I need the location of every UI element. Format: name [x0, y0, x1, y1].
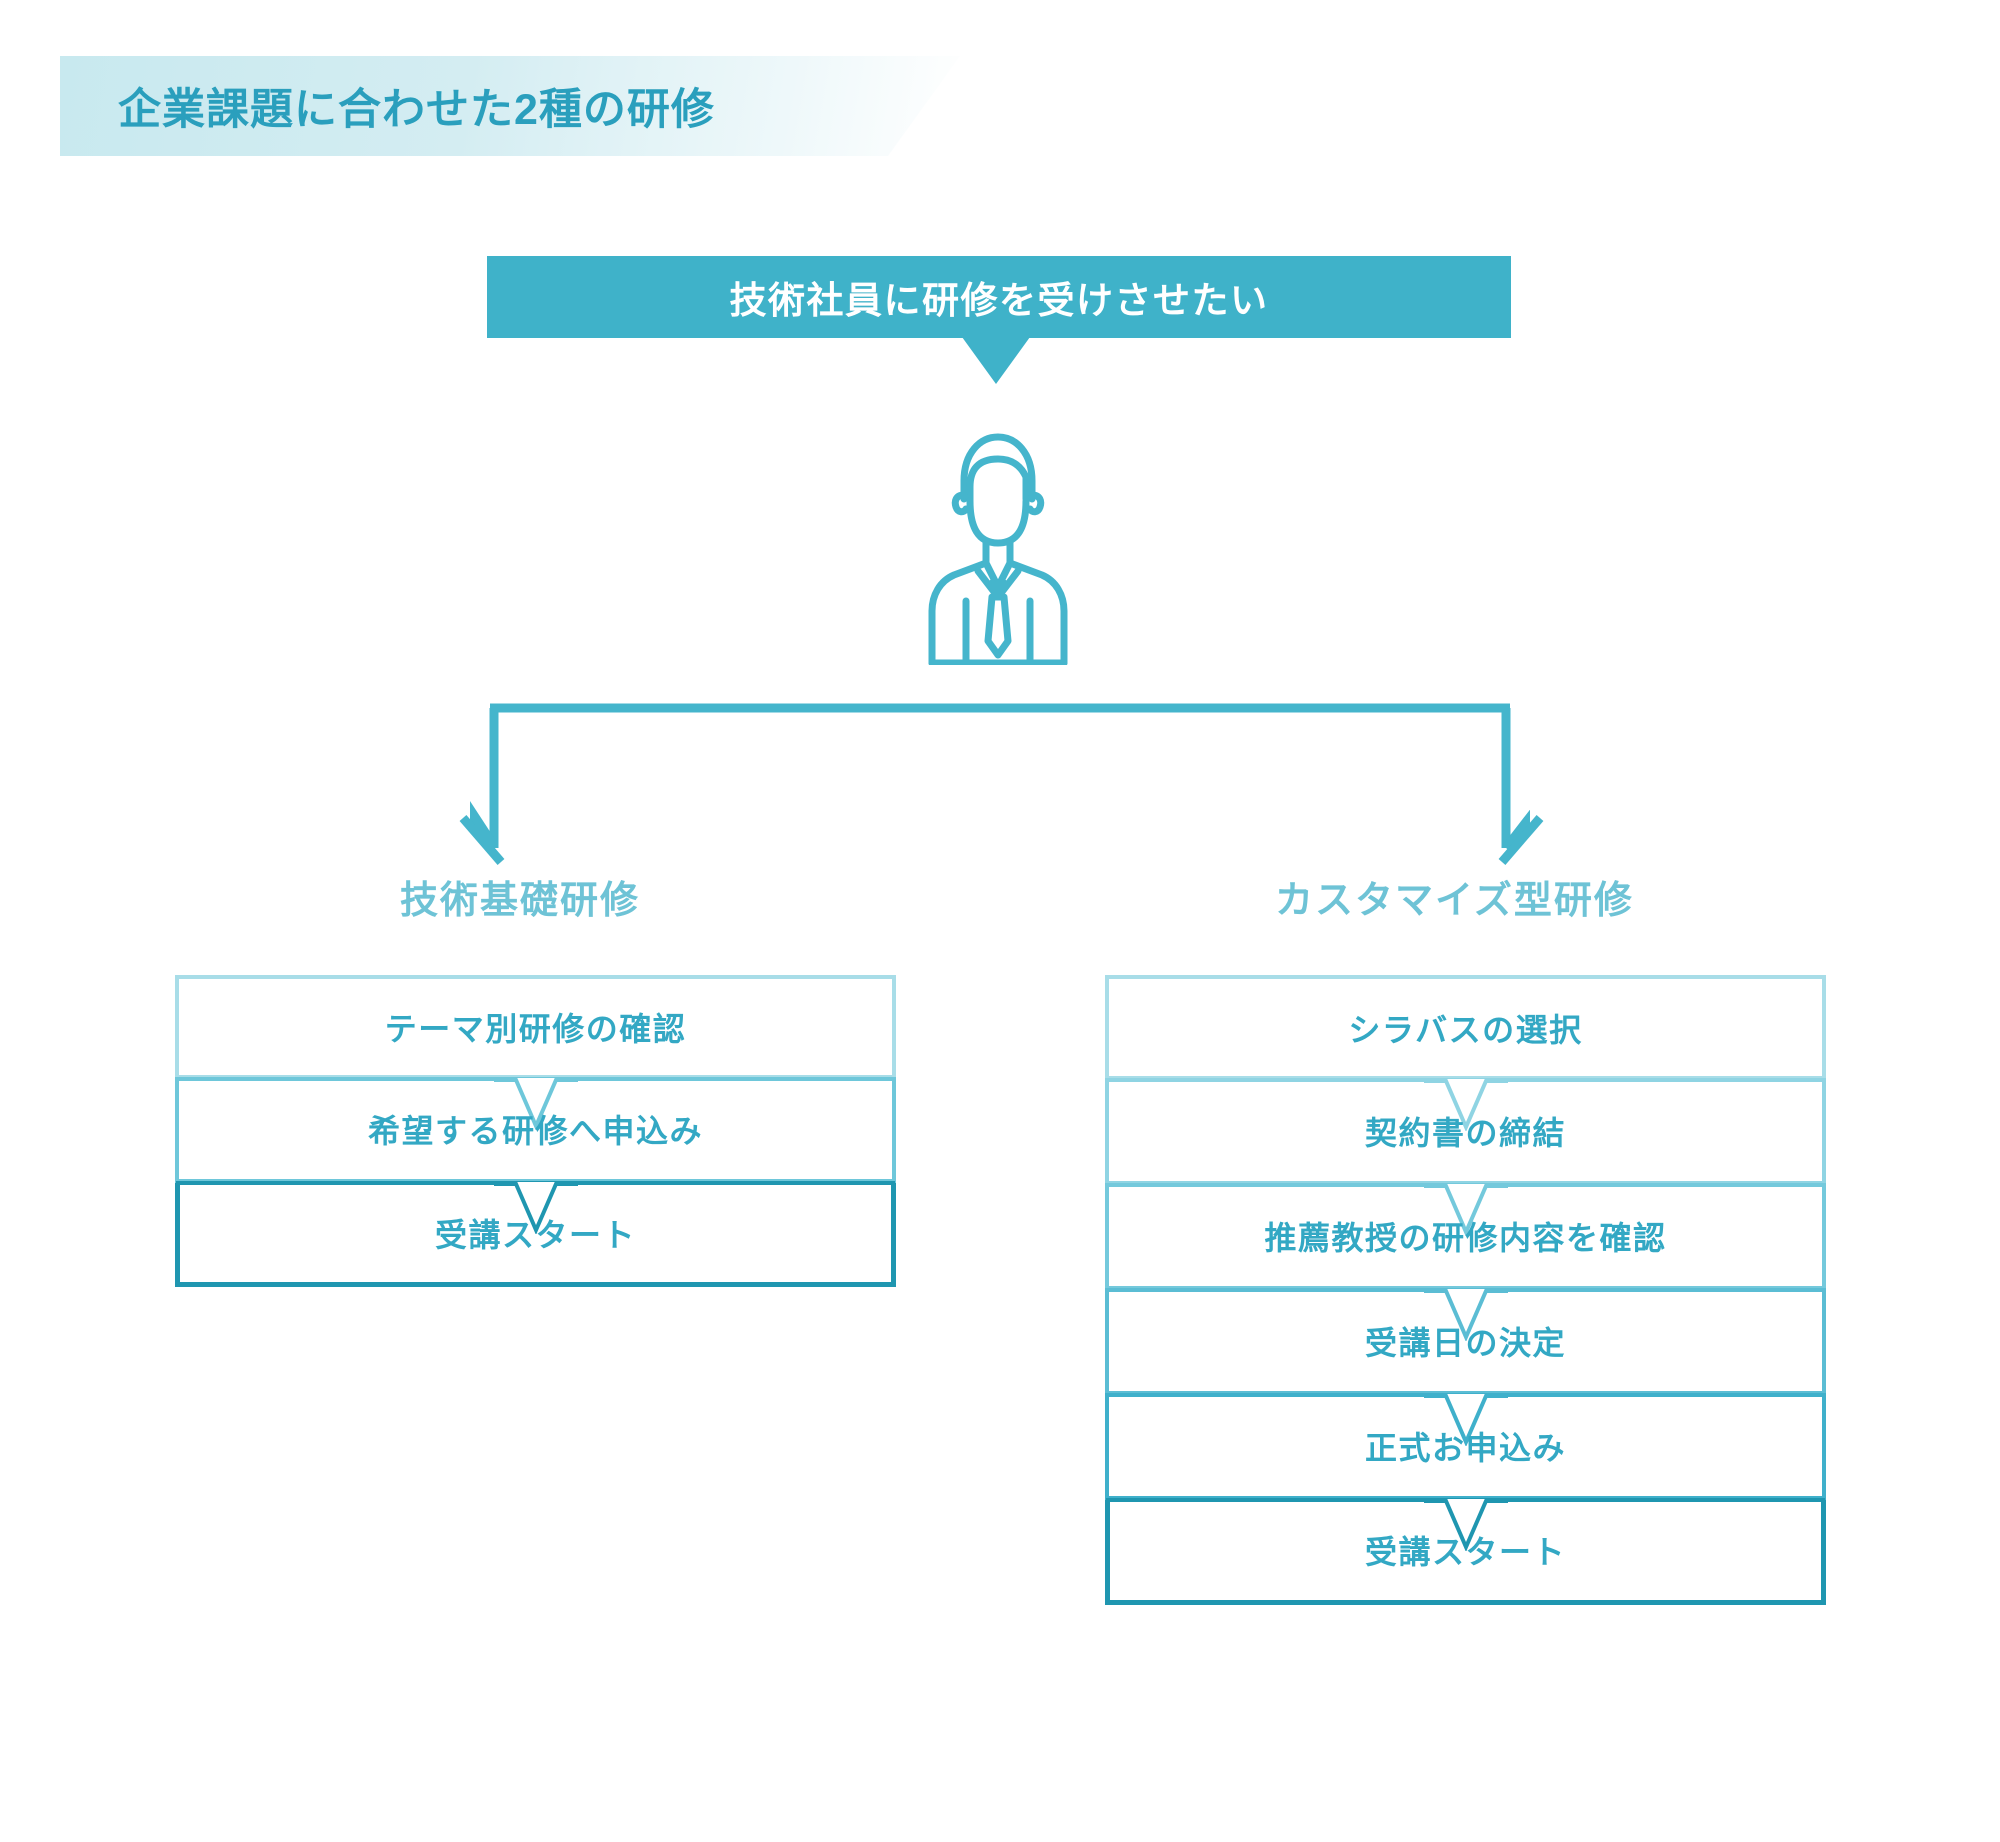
flow-step-basic-1[interactable]: テーマ別研修の確認	[175, 975, 896, 1079]
flow-step-custom-4[interactable]: 受講日の決定	[1105, 1288, 1826, 1395]
flow-step-divider	[1105, 1078, 1826, 1082]
branch-connector	[470, 703, 1530, 851]
flow-step-basic-3[interactable]: 受講スタート	[175, 1181, 896, 1287]
flow-step-custom-5[interactable]: 正式お申込み	[1105, 1393, 1826, 1500]
flow-step-divider	[1105, 1288, 1826, 1292]
flow-step-label: 受講スタート	[1364, 1534, 1566, 1570]
flow-step-label: 正式お申込み	[1364, 1429, 1566, 1466]
page-title-banner: 企業課題に合わせた2種の研修	[60, 56, 960, 156]
flow-step-label: 受講日の決定	[1364, 1324, 1566, 1361]
flow-column-custom: シラバスの選択契約書の締結推薦教授の研修内容を確認受講日の決定正式お申込み受講ス…	[1105, 975, 1826, 1605]
flow-step-label: 受講スタート	[434, 1216, 636, 1253]
businessman-icon	[928, 433, 1068, 665]
flow-step-divider	[1106, 1498, 1825, 1502]
column-heading-basic: 技術基礎研修	[400, 880, 641, 922]
scenario-header-label: 技術社員に研修を受けさせたい	[729, 280, 1269, 321]
scenario-header-box: 技術社員に研修を受けさせたい	[487, 256, 1511, 338]
flow-step-label: シラバスの選択	[1348, 1011, 1583, 1048]
flow-step-label: 推薦教授の研修内容を確認	[1264, 1219, 1667, 1256]
header-pointer-triangle	[962, 337, 1030, 384]
branch-arrow-right-icon	[1498, 815, 1544, 865]
flow-step-custom-1[interactable]: シラバスの選択	[1105, 975, 1826, 1080]
flow-step-custom-3[interactable]: 推薦教授の研修内容を確認	[1105, 1183, 1826, 1290]
flow-step-divider	[1105, 1393, 1826, 1397]
flow-step-label: 契約書の締結	[1364, 1114, 1566, 1151]
flow-step-custom-6[interactable]: 受講スタート	[1105, 1498, 1826, 1605]
flow-column-basic: テーマ別研修の確認希望する研修へ申込み受講スタート	[175, 975, 896, 1287]
flow-step-label: テーマ別研修の確認	[384, 1011, 687, 1047]
flow-step-divider	[176, 1181, 895, 1185]
page-title: 企業課題に合わせた2種の研修	[118, 86, 715, 134]
column-heading-custom: カスタマイズ型研修	[1275, 880, 1634, 922]
flow-step-custom-2[interactable]: 契約書の締結	[1105, 1078, 1826, 1185]
flow-step-divider	[1105, 1183, 1826, 1187]
branch-arrow-left-icon	[459, 815, 505, 865]
flow-step-divider	[175, 1077, 896, 1081]
flow-step-label: 希望する研修へ申込み	[367, 1113, 703, 1149]
flow-step-basic-2[interactable]: 希望する研修へ申込み	[175, 1077, 896, 1183]
